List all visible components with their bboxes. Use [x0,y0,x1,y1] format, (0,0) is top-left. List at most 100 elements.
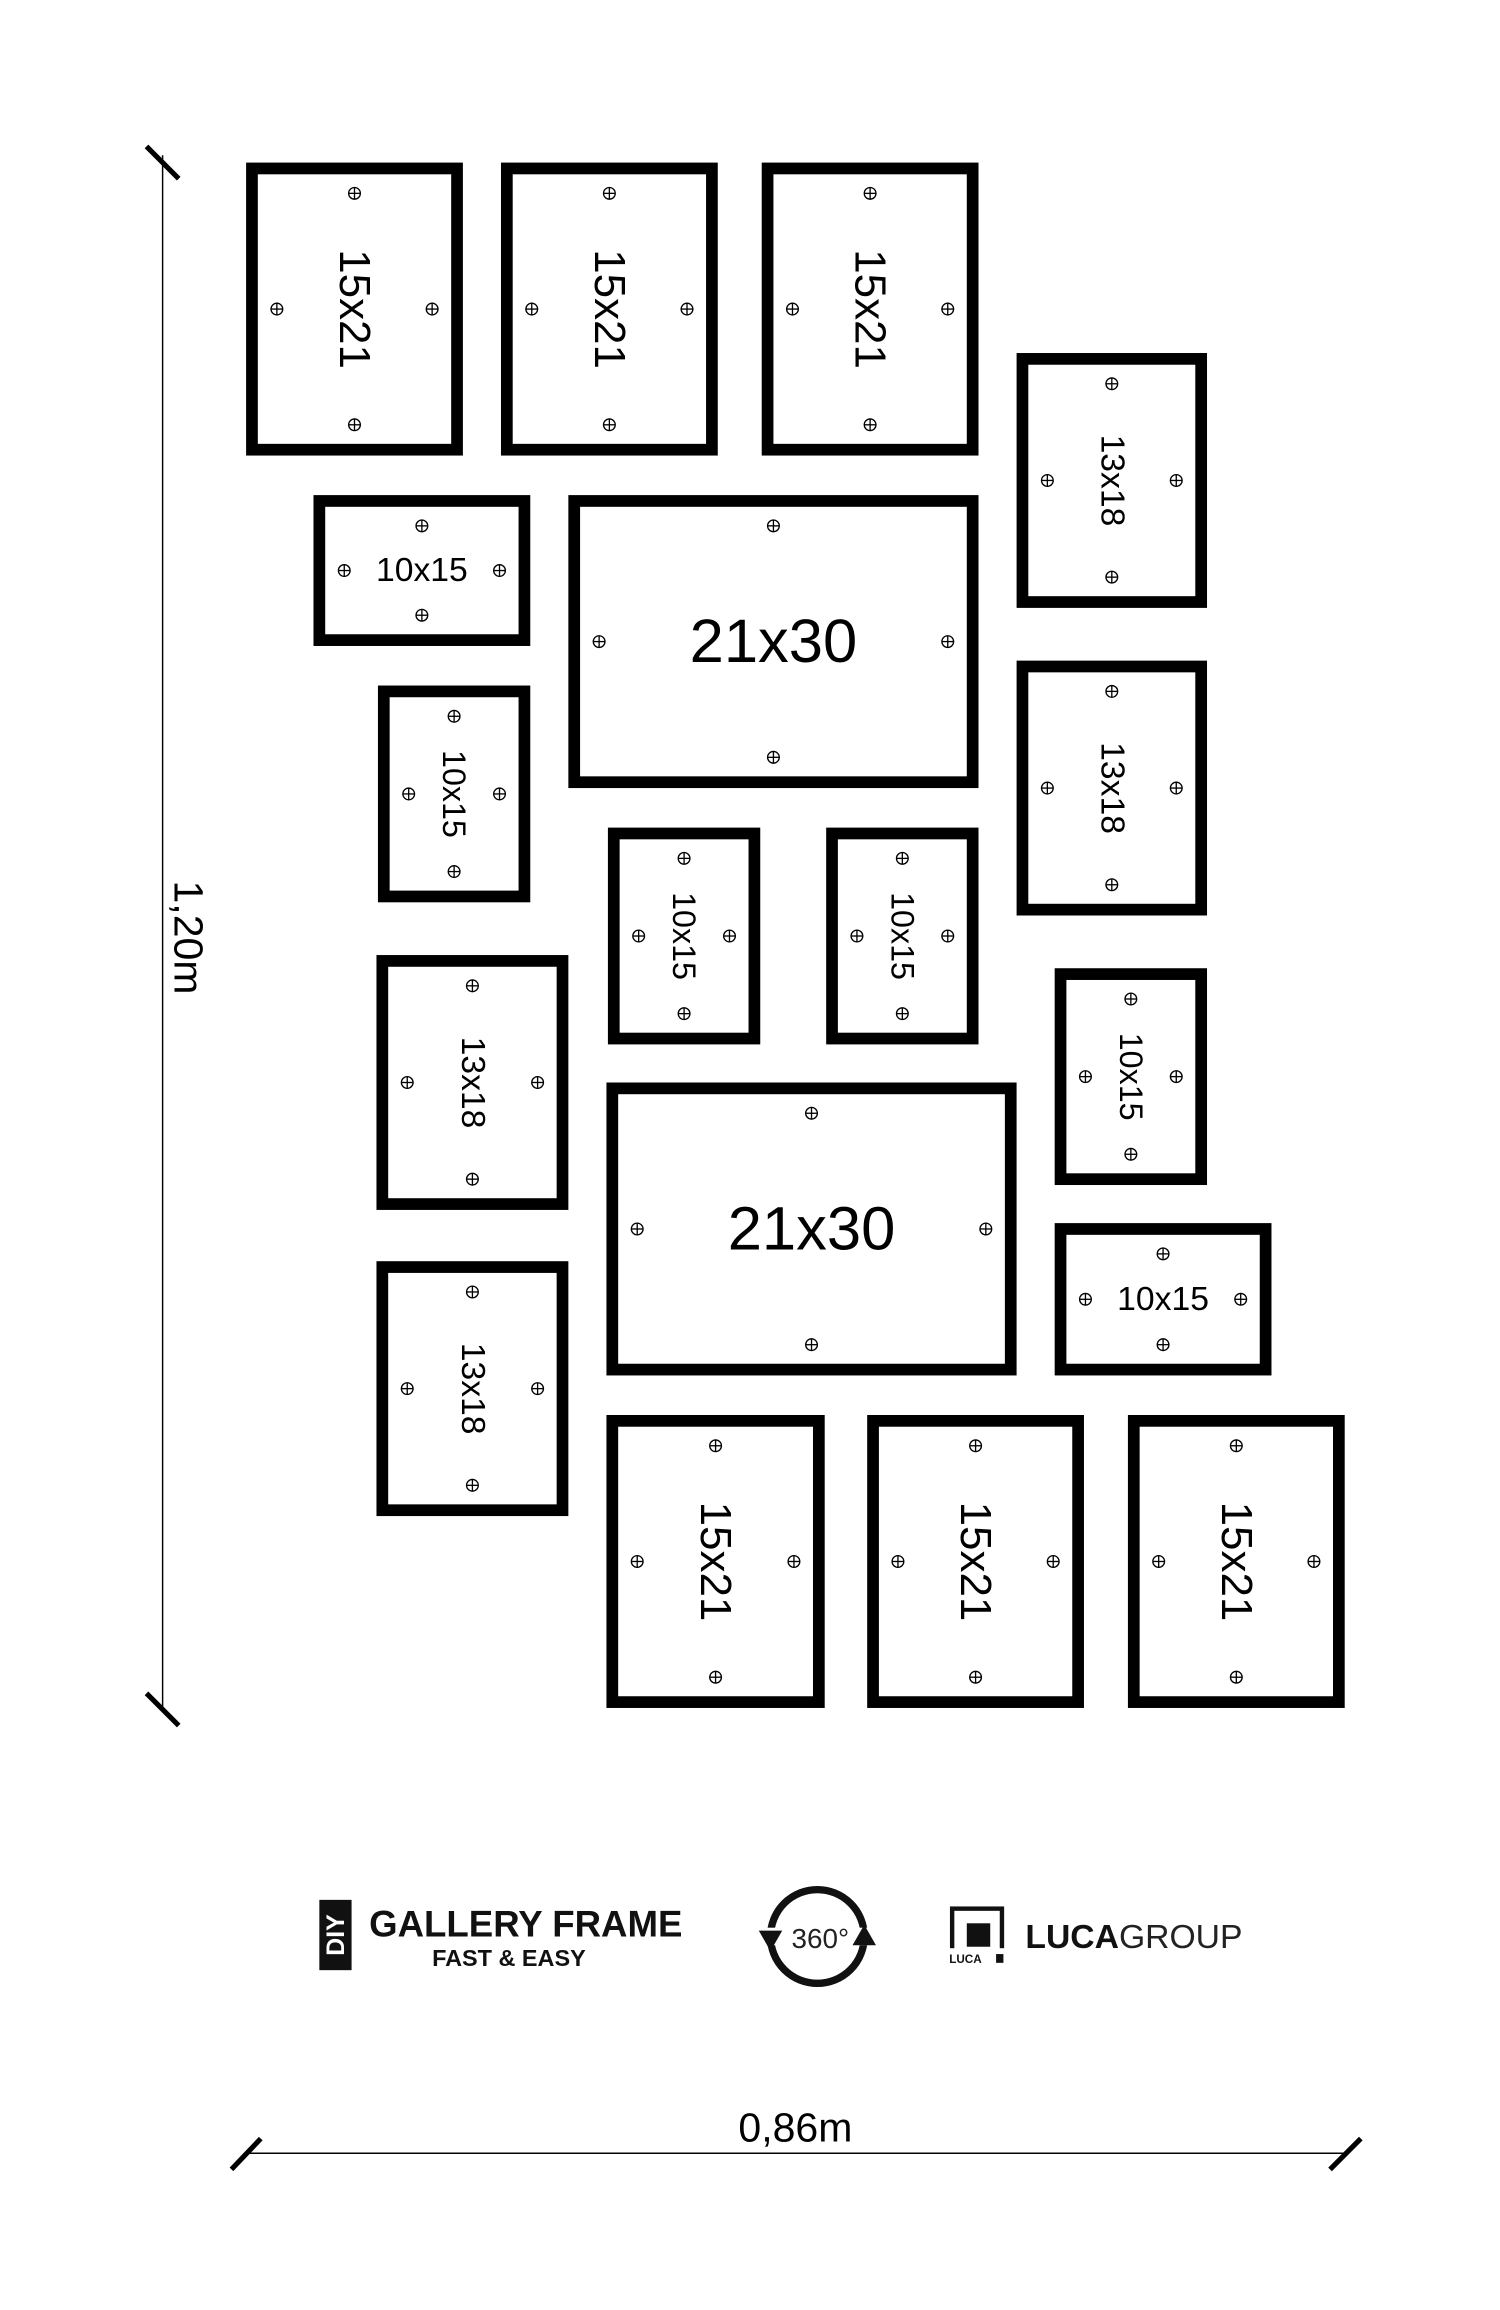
hanging-point-bottom-icon [1105,878,1119,892]
picture-frame: 15x21 [761,162,979,456]
hanging-point-right-icon [1169,781,1183,795]
hanging-point-left-icon [400,1382,414,1396]
frame-size-label: 21x30 [690,607,858,676]
gallery-frame-subtitle: FAST & EASY [432,1945,586,1971]
picture-frame: 15x21 [606,1415,825,1708]
hanging-point-top-icon [602,186,616,200]
hanging-point-right-icon [492,564,507,578]
luca-name-thin: GROUP [1119,1919,1243,1956]
hanging-point-right-icon [722,929,737,943]
diy-badge-text: DIY [322,1914,350,1956]
rotation-360-logo: 360° [758,1885,876,1988]
hanging-point-bottom-icon [1229,1670,1243,1684]
hanging-point-top-icon [677,851,691,865]
height-dimension-label: 1,20m [165,880,211,994]
diy-gallery-frame-logo: DIY GALLERY FRAME FAST & EASY [319,1899,682,1971]
rotation-label: 360° [792,1923,850,1954]
luca-group-logo: LUCA LUCAGROUP [946,1906,1242,1966]
hanging-point-bottom-icon [709,1670,723,1684]
hanging-point-left-icon [270,302,284,316]
hanging-point-right-icon [1169,473,1183,487]
width-dimension: 0,86m [229,2105,1363,2172]
hanging-point-bottom-icon [447,865,461,879]
hanging-point-top-icon [969,1439,983,1453]
hanging-point-top-icon [1105,684,1119,698]
hanging-point-bottom-icon [1124,1147,1138,1161]
hanging-point-right-icon [941,929,955,943]
hanging-point-right-icon [531,1382,545,1396]
hanging-point-left-icon [785,302,799,316]
width-dimension-tick-left [229,2136,263,2172]
height-dimension-tick-bottom [144,1691,181,1728]
hanging-point-left-icon [850,929,864,943]
hanging-point-bottom-icon [415,608,429,622]
hanging-point-bottom-icon [895,1007,909,1021]
hanging-point-left-icon [1078,1292,1092,1306]
hanging-point-right-icon [787,1554,801,1569]
hanging-point-right-icon [1307,1554,1321,1569]
hanging-point-top-icon [863,186,877,200]
hanging-point-left-icon [632,929,646,943]
hanging-point-right-icon [941,635,955,649]
frame-size-label: 15x21 [1212,1502,1261,1622]
hanging-point-left-icon [592,635,606,649]
width-dimension-label: 0,86m [738,2105,852,2151]
picture-frame: 15x21 [500,162,718,456]
picture-frame: 21x30 [568,495,979,789]
frame-size-label: 15x21 [585,249,634,369]
frame-size-label: 10x15 [884,892,920,980]
hanging-point-bottom-icon [766,750,780,764]
hanging-point-left-icon [400,1075,414,1090]
hanging-point-left-icon [1152,1554,1166,1569]
picture-frame: 10x15 [313,495,531,646]
hanging-point-top-icon [1105,377,1119,391]
picture-frame: 15x21 [1127,1415,1345,1708]
hanging-point-top-icon [465,979,479,993]
frame-border [606,1415,825,1708]
luca-mark-text: LUCA [949,1953,982,1966]
hanging-point-bottom-icon [602,418,616,432]
picture-frame: 13x18 [376,1261,569,1517]
hanging-point-right-icon [1234,1292,1248,1306]
hanging-point-top-icon [1156,1247,1170,1261]
hanging-point-top-icon [1229,1439,1243,1453]
picture-frame: 13x18 [376,955,569,1210]
hanging-point-top-icon [415,519,429,533]
hanging-point-left-icon [891,1554,905,1569]
hanging-point-right-icon [680,302,694,316]
hanging-point-top-icon [709,1439,723,1453]
hanging-point-right-icon [1046,1554,1060,1569]
hanging-point-top-icon [465,1285,479,1299]
width-dimension-tick-right [1328,2136,1363,2172]
frame-size-label: 15x21 [951,1502,1000,1622]
hanging-point-left-icon [402,787,416,801]
picture-frame: 10x15 [607,827,761,1045]
picture-frame: 10x15 [377,685,531,903]
hanging-point-right-icon [492,787,507,801]
frame-size-label: 10x15 [436,750,472,838]
frame-size-label: 13x18 [454,1343,491,1435]
hanging-point-left-icon [1040,781,1054,795]
picture-frame: 10x15 [1054,968,1208,1186]
frame-border [246,162,463,456]
hanging-point-top-icon [766,519,780,533]
hanging-point-top-icon [447,709,461,723]
frame-border [1127,1415,1345,1708]
picture-frame: 15x21 [246,162,463,456]
frame-border [606,1082,1017,1376]
picture-frame: 15x21 [867,1415,1084,1708]
frame-size-label: 10x15 [376,552,468,589]
hanging-point-right-icon [979,1222,993,1236]
frame-border [568,495,979,789]
hanging-point-left-icon [630,1554,644,1569]
hanging-point-top-icon [1124,992,1138,1006]
hanging-point-right-icon [941,302,955,316]
luca-group-name: LUCAGROUP [1025,1919,1242,1956]
hanging-point-bottom-icon [805,1338,819,1352]
hanging-point-left-icon [1078,1070,1092,1084]
luca-name-bold: LUCA [1025,1919,1119,1956]
height-dimension: 1,20m [144,144,211,1728]
picture-frame: 13x18 [1016,660,1208,916]
diy-badge [319,1899,352,1971]
